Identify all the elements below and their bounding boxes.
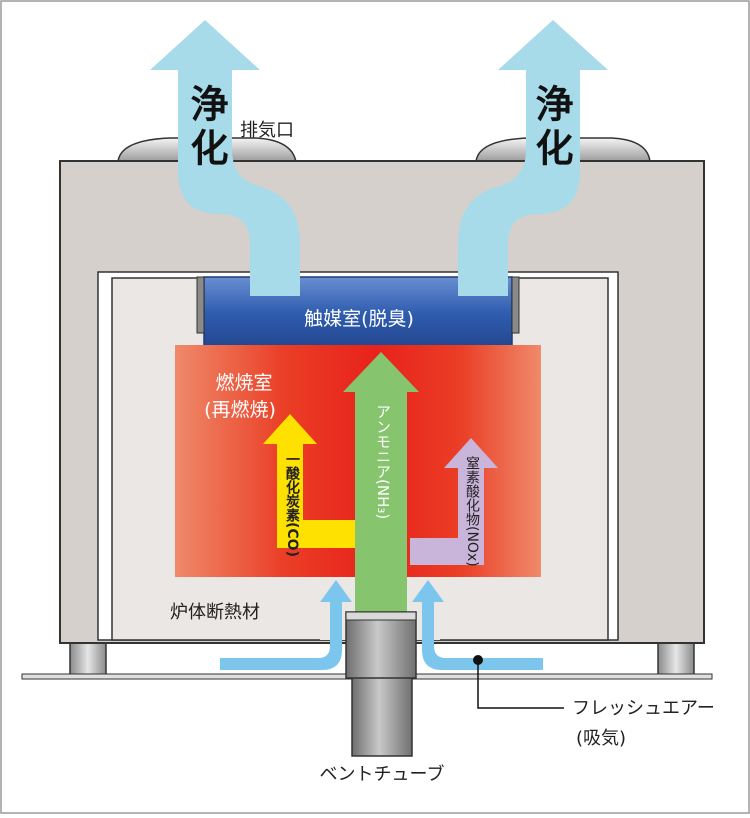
fresh-air-sublabel: (吸気) [576, 728, 626, 749]
catalyst-chamber-label: 触媒室(脱臭) [304, 308, 414, 330]
foot-right [657, 639, 695, 677]
fresh-air-label: フレッシュエアー [572, 698, 715, 719]
insulation-label: 炉体断熱材 [170, 602, 260, 623]
combustion-chamber-label: 燃焼室 [215, 372, 272, 394]
fresh-air-leader [477, 660, 564, 709]
combustion-chamber-sublabel: (再燃焼) [204, 399, 276, 421]
nox-arrow [410, 438, 498, 565]
vent-tube-lower [351, 675, 413, 757]
vent-tube-label: ベントチューブ [320, 763, 445, 785]
fresh-air-arrow-right [412, 580, 543, 670]
nox-label: 窒素酸化物(NOx) [464, 455, 480, 566]
purify-label-right: 浄化 [529, 84, 573, 172]
vent-tube-upper [345, 611, 417, 679]
purify-label-left: 浄化 [184, 84, 228, 172]
exhaust-port-label: 排気口 [240, 120, 294, 141]
co-arrow [263, 414, 358, 548]
purify-arrow-left [150, 20, 300, 296]
co-label: 一酸化炭素(CO) [284, 452, 300, 557]
ammonia-label: アンモニア(NH₃) [374, 404, 392, 519]
purify-arrow-right [458, 20, 608, 296]
fresh-air-arrow-left [220, 580, 352, 670]
ammonia-arrow [343, 352, 419, 612]
foot-left [69, 639, 107, 677]
